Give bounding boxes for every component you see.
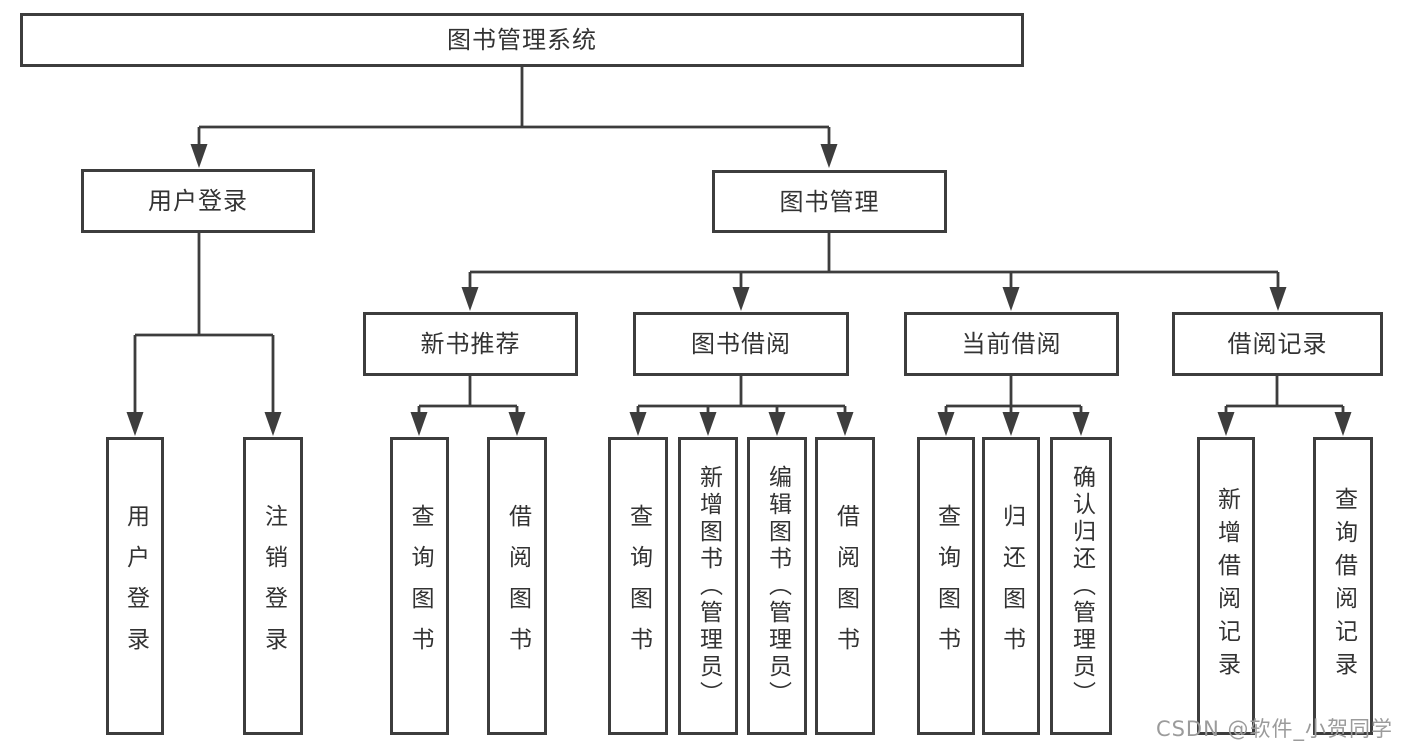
leaf-query-books-borrow: 查询图书 xyxy=(608,437,668,735)
node-borrow-records: 借阅记录 xyxy=(1172,312,1383,376)
node-root: 图书管理系统 xyxy=(20,13,1024,67)
node-book-borrow: 图书借阅 xyxy=(633,312,849,376)
leaf-confirm-return-admin: 确认归还（管理员） xyxy=(1050,437,1112,735)
node-current-borrow: 当前借阅 xyxy=(904,312,1119,376)
leaf-edit-book-admin: 编辑图书（管理员） xyxy=(747,437,807,735)
leaf-borrow-books-recommend: 借阅图书 xyxy=(487,437,547,735)
leaf-query-books-recommend: 查询图书 xyxy=(390,437,449,735)
leaf-add-borrow-record: 新增借阅记录 xyxy=(1197,437,1255,735)
leaf-borrow-books: 借阅图书 xyxy=(815,437,875,735)
leaf-return-books: 归还图书 xyxy=(982,437,1040,735)
leaf-query-borrow-record: 查询借阅记录 xyxy=(1313,437,1373,735)
leaf-user-login: 用户登录 xyxy=(106,437,164,735)
leaf-logout: 注销登录 xyxy=(243,437,303,735)
leaf-add-book-admin: 新增图书（管理员） xyxy=(678,437,738,735)
node-book-management: 图书管理 xyxy=(712,170,947,233)
csdn-watermark: CSDN @软件_小贺同学 xyxy=(1155,717,1393,741)
node-new-book-recommend: 新书推荐 xyxy=(363,312,578,376)
leaf-query-books-current: 查询图书 xyxy=(917,437,975,735)
node-user-login: 用户登录 xyxy=(81,169,315,233)
